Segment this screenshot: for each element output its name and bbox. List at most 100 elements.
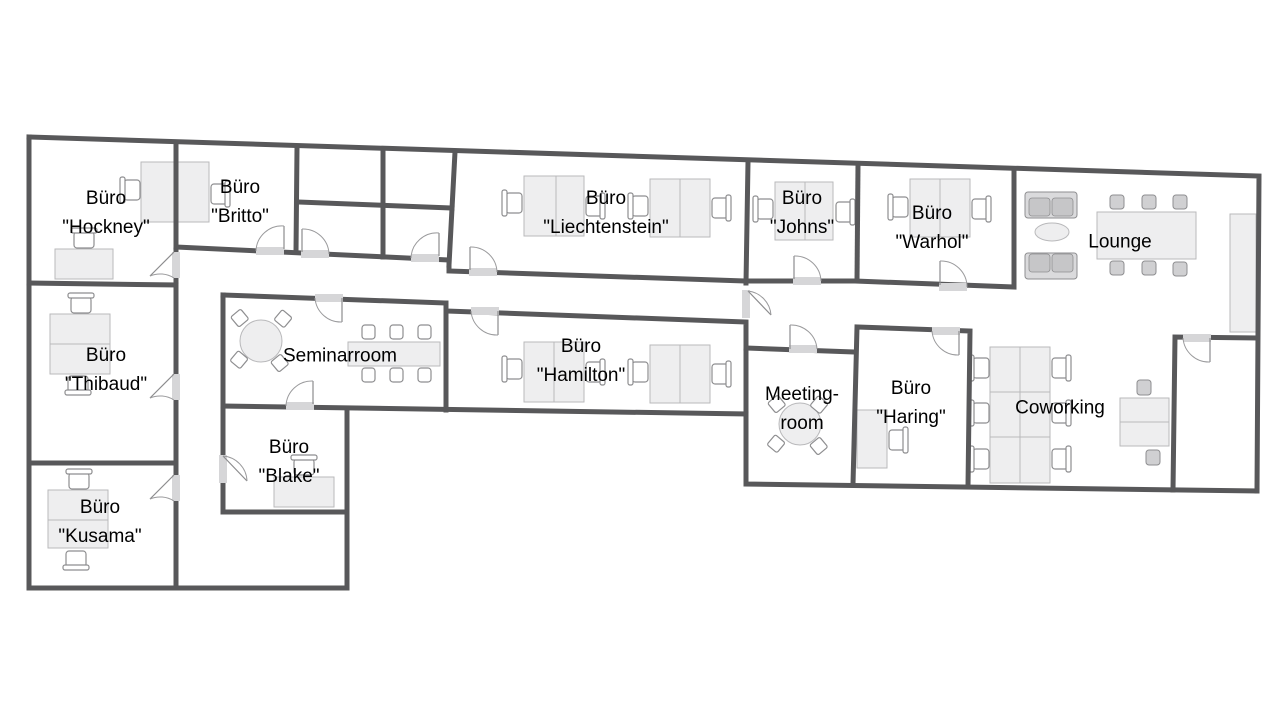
chair-icon xyxy=(230,350,249,369)
room-type: Büro xyxy=(79,497,121,518)
room-type: Büro xyxy=(85,188,127,209)
room-label-seminarroom: Seminarroom xyxy=(283,342,397,371)
desk xyxy=(523,175,557,237)
wall xyxy=(220,292,1260,494)
chair-icon xyxy=(361,367,376,383)
round-table xyxy=(239,319,283,363)
chair-icon xyxy=(361,324,376,340)
counter xyxy=(1229,213,1257,333)
room-type: Seminarroom xyxy=(282,345,398,367)
outer-wall xyxy=(26,134,350,591)
wall xyxy=(854,162,861,284)
desk xyxy=(1096,211,1197,260)
chair-icon xyxy=(1051,354,1072,382)
chair-icon xyxy=(501,189,523,217)
room-type: Büro xyxy=(781,188,823,209)
door-icon xyxy=(470,310,499,336)
desk xyxy=(774,181,806,241)
desk xyxy=(54,248,114,280)
wall xyxy=(850,324,973,489)
chair-icon xyxy=(968,445,990,473)
wall xyxy=(26,280,179,288)
desk xyxy=(649,344,681,404)
room-label-warhol: Büro "Warhol" xyxy=(896,199,969,257)
room-type: Büro xyxy=(911,203,953,224)
door-openings xyxy=(172,247,1211,501)
chair-icon xyxy=(809,437,828,456)
desk xyxy=(273,476,335,508)
chair-icon xyxy=(417,367,432,383)
wall xyxy=(446,149,458,268)
chair-icon xyxy=(64,375,92,396)
door-icon xyxy=(939,260,968,288)
sofa-icon xyxy=(1024,252,1078,280)
door-icon xyxy=(789,324,818,350)
room-type: Büro xyxy=(890,378,932,399)
desk xyxy=(679,178,711,238)
desk xyxy=(49,313,111,345)
door-icon xyxy=(149,373,175,401)
desk xyxy=(1019,346,1051,393)
chair-icon xyxy=(70,227,98,249)
room-name: "Hamilton" xyxy=(536,365,626,386)
chair-icon xyxy=(62,550,90,571)
room-label-liechtenstein: Büro "Liechtenstein" xyxy=(543,184,668,242)
room-type: Meeting- xyxy=(765,384,839,405)
desk xyxy=(1119,421,1170,447)
chair-icon xyxy=(1145,449,1161,466)
furniture xyxy=(47,161,1257,571)
room-name: "Liechtenstein" xyxy=(543,217,669,238)
chair-icon xyxy=(270,354,289,373)
room-name: "Warhol" xyxy=(895,232,969,253)
room-label-coworking: Coworking xyxy=(1015,394,1105,423)
outer-wall xyxy=(26,134,1262,494)
door-icon xyxy=(222,455,248,482)
door-icon xyxy=(149,474,175,502)
chair-icon xyxy=(65,468,93,490)
room-name: room xyxy=(780,413,824,434)
chair-icon xyxy=(1172,194,1188,210)
sofa-icon xyxy=(1024,191,1078,219)
chair-icon xyxy=(274,309,293,328)
room-name: "Britto" xyxy=(211,206,269,227)
desk xyxy=(555,175,585,237)
door-icon xyxy=(149,251,175,279)
desk xyxy=(679,344,711,404)
desk xyxy=(47,519,109,549)
door-icon xyxy=(747,290,772,316)
chair-icon xyxy=(627,192,649,220)
chair-icon xyxy=(767,434,786,453)
chair-icon xyxy=(67,292,95,314)
chair-icon xyxy=(887,193,909,221)
room-name: "Blake" xyxy=(258,466,320,487)
desk xyxy=(553,341,585,403)
room-name: "Thibaud" xyxy=(64,374,148,395)
door-icon xyxy=(301,228,330,255)
chair-icon xyxy=(290,454,318,476)
chair-icon xyxy=(1141,194,1157,210)
walls xyxy=(26,134,1262,591)
door-icon xyxy=(255,225,285,252)
chair-icon xyxy=(835,198,856,226)
room-label-johns: Büro "Johns" xyxy=(770,184,834,242)
room-label-hockney: Büro "Hockney" xyxy=(62,184,149,242)
chair-icon xyxy=(1051,445,1072,473)
wall xyxy=(1170,334,1260,493)
chair-icon xyxy=(971,195,992,223)
wall xyxy=(295,199,455,211)
desk xyxy=(989,436,1021,484)
desk xyxy=(523,341,555,403)
room-label-hamilton: Büro "Hamilton" xyxy=(537,332,625,390)
chair-icon xyxy=(888,426,909,454)
desk xyxy=(989,346,1021,393)
chair-icon xyxy=(1172,261,1188,277)
desk xyxy=(1019,391,1051,438)
room-label-blake: Büro "Blake" xyxy=(258,433,319,491)
room-name: "Haring" xyxy=(876,407,946,428)
room-label-meetingroom: Meeting- room xyxy=(765,380,839,438)
room-label-lounge: Lounge xyxy=(1088,228,1151,257)
chair-icon xyxy=(389,367,404,383)
chair-icon xyxy=(230,309,249,328)
chair-icon xyxy=(627,358,649,386)
